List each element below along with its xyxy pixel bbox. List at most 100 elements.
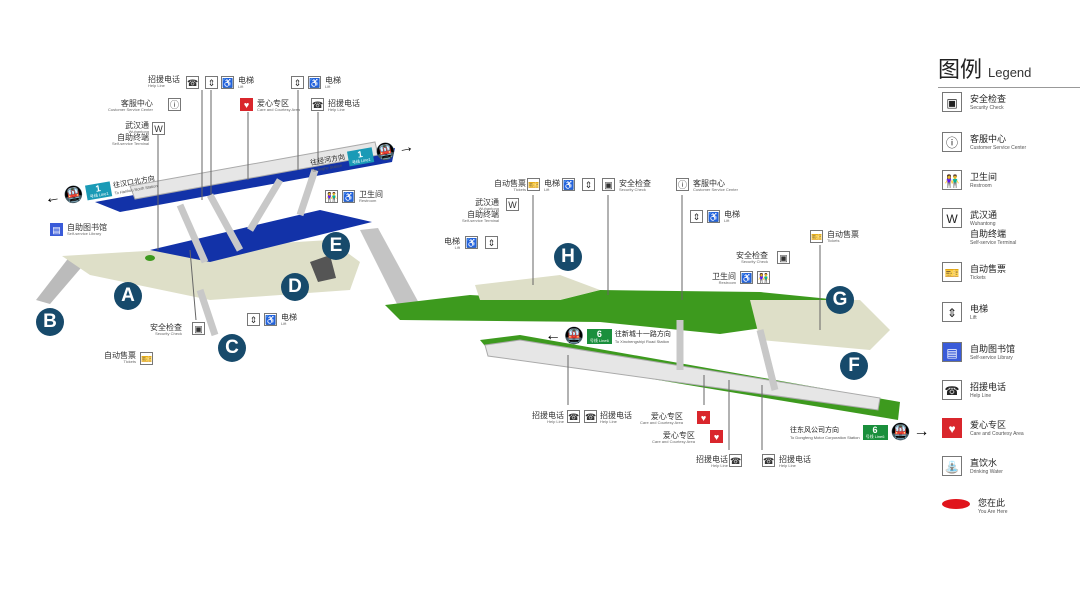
train-icon: 🚇 — [62, 185, 85, 206]
exit-c[interactable]: C — [218, 334, 246, 362]
label-text: Security Check — [741, 259, 768, 264]
label-text: Lift — [281, 321, 287, 326]
lift-icon: ⇕ — [205, 76, 218, 89]
exit-f[interactable]: F — [840, 352, 868, 380]
label-text: Self-service Terminal — [112, 141, 150, 146]
library-icon: ▤ — [942, 342, 962, 362]
legend-label-en: You Are Here — [978, 509, 1008, 515]
exit-h[interactable]: H — [554, 243, 582, 271]
wuhantong-icon: W — [942, 208, 962, 228]
legend-label: 自动售票 — [970, 264, 1007, 274]
restroom-icon: 👫 — [757, 271, 770, 284]
exit-a[interactable]: A — [114, 282, 142, 310]
exit-e[interactable]: E — [322, 232, 350, 260]
label-text: 电梯 — [724, 210, 740, 219]
legend-label-en: Tickets — [970, 275, 986, 281]
legend-label-en: Customer Service Center — [970, 145, 1027, 151]
label-text: Lift — [454, 245, 460, 250]
label-text: 号线 Line6 — [589, 337, 609, 343]
exit-d[interactable]: D — [281, 273, 309, 301]
label-text: 号线 Line1 — [89, 190, 109, 199]
exit-g[interactable]: G — [826, 286, 854, 314]
wheelchair-icon: ♿ — [264, 313, 277, 326]
lift-icon: ⇕ — [247, 313, 260, 326]
legend-title-en: Legend — [988, 65, 1032, 80]
label-text: To Xinchengshiyi Road Station — [614, 338, 670, 344]
legend-title: 图例 — [938, 57, 983, 82]
train-icon: 🚇 — [374, 142, 397, 163]
lift-icon: ⇕ — [942, 302, 962, 322]
label-text: 号线 Line6 — [865, 433, 885, 439]
label-text: 6 — [872, 424, 878, 435]
arrow-right-icon: → — [396, 138, 416, 158]
legend-label-en: Security Check — [970, 105, 1004, 111]
label-text: Security Check — [619, 187, 646, 192]
ticket-icon: 🎫 — [527, 178, 540, 191]
exit-d-stairs — [310, 255, 336, 282]
label-text: Security Check — [155, 331, 182, 336]
arrow-left-icon: ← — [545, 327, 561, 344]
label-text: Customer Service Center — [693, 187, 738, 192]
label-text: To Dongfeng Motor Corporation Station — [790, 434, 860, 440]
exit-b-ramp — [36, 256, 86, 304]
wuhantong-icon: W — [152, 122, 165, 135]
label-text: Care and Courtesy Area — [257, 107, 300, 112]
label-text: 安全检查 — [619, 179, 651, 188]
help-line-icon: ☎ — [311, 98, 324, 111]
support-pillars — [176, 168, 319, 337]
label-text: Restroom — [359, 198, 377, 203]
help-line-icon: ☎ — [567, 410, 580, 423]
label-text: Wuhantong — [128, 129, 150, 134]
you-are-here-marker — [145, 255, 155, 261]
you-are-here-icon — [942, 499, 970, 509]
security-check-icon: ▣ — [942, 92, 962, 112]
label-text: Self-service Library — [67, 231, 102, 236]
label-text: Tickets — [827, 238, 840, 243]
label-text: 6 — [596, 328, 602, 339]
help-line-icon: ☎ — [762, 454, 775, 467]
label-text: 安全检查 — [736, 251, 768, 260]
label-text: Care and Courtesy Area — [640, 420, 683, 425]
exit-b[interactable]: B — [36, 308, 64, 336]
label-text: 自助图书馆 — [67, 223, 107, 232]
line1-concourse — [150, 210, 372, 262]
label-text: Customer Service Center — [108, 107, 153, 112]
label-text: Help Line — [600, 419, 617, 424]
label-text: 电梯 — [325, 76, 341, 85]
legend-label: 自助图书馆 — [970, 344, 1016, 354]
label-text: 电梯 — [281, 313, 297, 322]
label-text: Self-service Terminal — [462, 218, 500, 223]
label-text: 自动售票 — [494, 179, 526, 188]
label-text: 招援电话 — [779, 455, 811, 464]
lift-icon: ⇕ — [582, 178, 595, 191]
label-text: 招援电话 — [600, 411, 632, 420]
label-text: 号线 Line1 — [351, 156, 371, 165]
lift-icon: ⇕ — [485, 236, 498, 249]
